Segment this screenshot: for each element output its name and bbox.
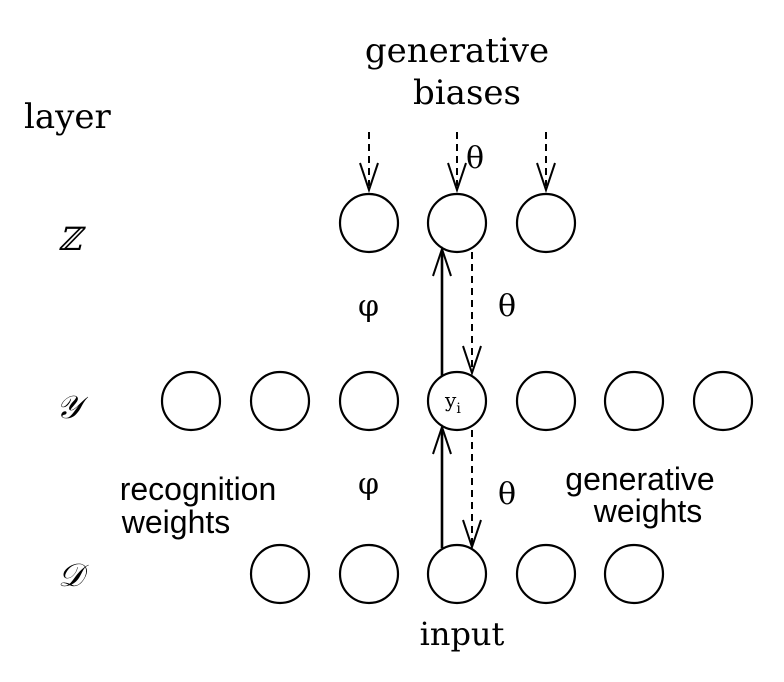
layer-column-header: layer xyxy=(24,97,111,137)
generative-weights-label-line2: weights xyxy=(593,493,703,529)
unit-y-1 xyxy=(160,370,222,432)
unit-d-3 xyxy=(426,543,488,605)
unit-y-2 xyxy=(249,370,311,432)
theta-label-lower: θ xyxy=(498,477,516,512)
unit-z-3 xyxy=(515,192,577,254)
unit-y-3 xyxy=(338,370,400,432)
layer-label-z: ℤ xyxy=(58,220,86,258)
phi-label-lower: φ xyxy=(358,467,379,502)
generative-biases-title-line2: biases xyxy=(413,73,521,113)
unit-d-4 xyxy=(515,543,577,605)
bias-arrow-1 xyxy=(359,132,379,194)
unit-y-6 xyxy=(603,370,665,432)
theta-label-upper: θ xyxy=(498,289,516,324)
recognition-arrow-d-to-y xyxy=(432,423,452,548)
generative-weights-label-line1: generative xyxy=(565,461,714,497)
recognition-weights-label-line2: weights xyxy=(121,504,231,540)
generative-biases-title-line1: generative xyxy=(365,31,549,71)
unit-y-7 xyxy=(692,370,754,432)
layer-label-y: 𝒴 xyxy=(56,388,89,426)
unit-d-2 xyxy=(338,543,400,605)
layer-d-units xyxy=(249,543,665,605)
bias-arrow-2 xyxy=(447,132,467,194)
unit-z-1 xyxy=(338,192,400,254)
unit-y-i-label: yi xyxy=(444,388,461,417)
generative-arrow-z-to-y xyxy=(462,252,482,377)
unit-d-1 xyxy=(249,543,311,605)
phi-label-upper: φ xyxy=(358,289,379,324)
recognition-weights-label-line1: recognition xyxy=(120,471,277,507)
layer-z-units xyxy=(338,192,577,254)
unit-z-2 xyxy=(426,192,488,254)
recognition-arrow-y-to-z xyxy=(432,245,452,376)
layer-y-units xyxy=(160,370,754,432)
unit-y-i xyxy=(426,370,488,432)
input-label: input xyxy=(420,615,505,653)
layer-label-d: 𝒟 xyxy=(58,556,89,594)
unit-y-5 xyxy=(515,370,577,432)
generative-arrow-y-to-d xyxy=(462,430,482,551)
theta-bias-label: θ xyxy=(466,141,484,176)
bias-arrow-3 xyxy=(536,132,556,194)
unit-d-5 xyxy=(603,543,665,605)
